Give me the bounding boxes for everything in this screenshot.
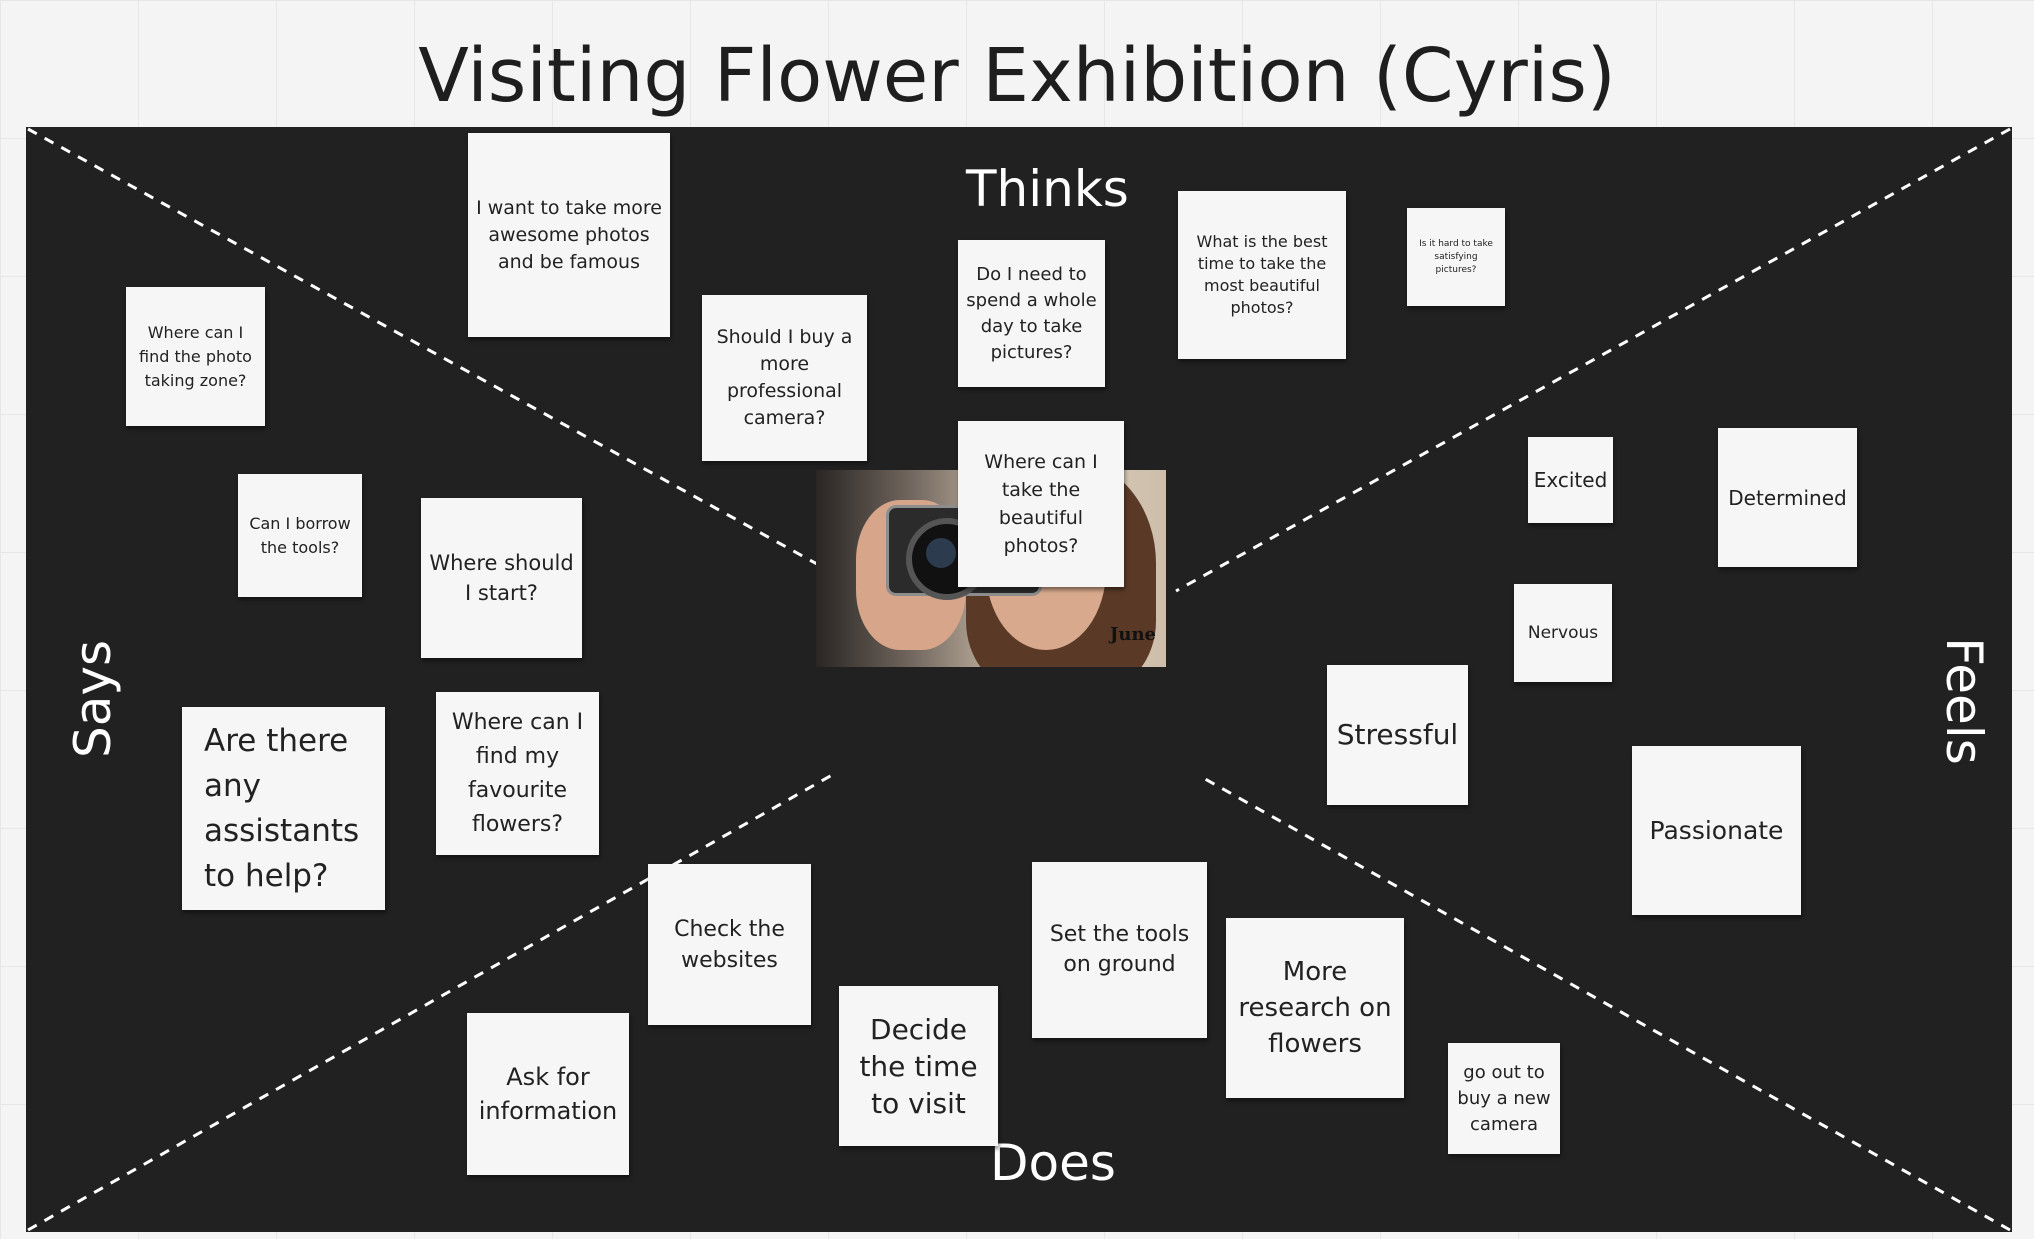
- feels-label: Feels: [1934, 637, 1993, 765]
- sticky-note[interactable]: Decide the time to visit: [839, 986, 998, 1146]
- sticky-note[interactable]: Set the tools on ground: [1032, 862, 1207, 1038]
- sticky-note[interactable]: Check the websites: [648, 864, 811, 1025]
- sticky-note[interactable]: Where should I start?: [421, 498, 582, 658]
- sticky-note[interactable]: Nervous: [1514, 584, 1612, 682]
- thinks-label: Thinks: [966, 160, 1129, 218]
- sticky-note[interactable]: Is it hard to take satisfying pictures?: [1407, 208, 1505, 306]
- sticky-note[interactable]: Excited: [1528, 437, 1613, 523]
- sticky-note[interactable]: Where can I find the photo taking zone?: [126, 287, 265, 426]
- sticky-note[interactable]: Determined: [1718, 428, 1857, 567]
- sticky-note[interactable]: go out to buy a new camera: [1448, 1043, 1560, 1154]
- quadrant-divider-lines: [27, 127, 2011, 1232]
- sticky-note[interactable]: What is the best time to take the most b…: [1178, 191, 1346, 359]
- sticky-note[interactable]: Where can I find my favourite flowers?: [436, 692, 599, 855]
- sticky-note[interactable]: Passionate: [1632, 746, 1801, 915]
- sticky-note[interactable]: More research on flowers: [1226, 918, 1404, 1098]
- sticky-note[interactable]: I want to take more awesome photos and b…: [468, 133, 670, 337]
- sticky-note[interactable]: Where can I take the beautiful photos?: [958, 421, 1124, 587]
- sticky-note[interactable]: Can I borrow the tools?: [238, 474, 362, 597]
- photo-signature: June: [1109, 624, 1156, 645]
- sticky-note[interactable]: Are there any assistants to help?: [182, 707, 385, 910]
- sticky-note[interactable]: Do I need to spend a whole day to take p…: [958, 240, 1105, 387]
- sticky-note[interactable]: Should I buy a more professional camera?: [702, 295, 867, 461]
- says-label: Says: [64, 639, 123, 759]
- sticky-note[interactable]: Ask for information: [467, 1013, 629, 1175]
- board-title: Visiting Flower Exhibition (Cyris): [418, 33, 1616, 119]
- sticky-note[interactable]: Stressful: [1327, 665, 1468, 805]
- does-label: Does: [990, 1134, 1116, 1192]
